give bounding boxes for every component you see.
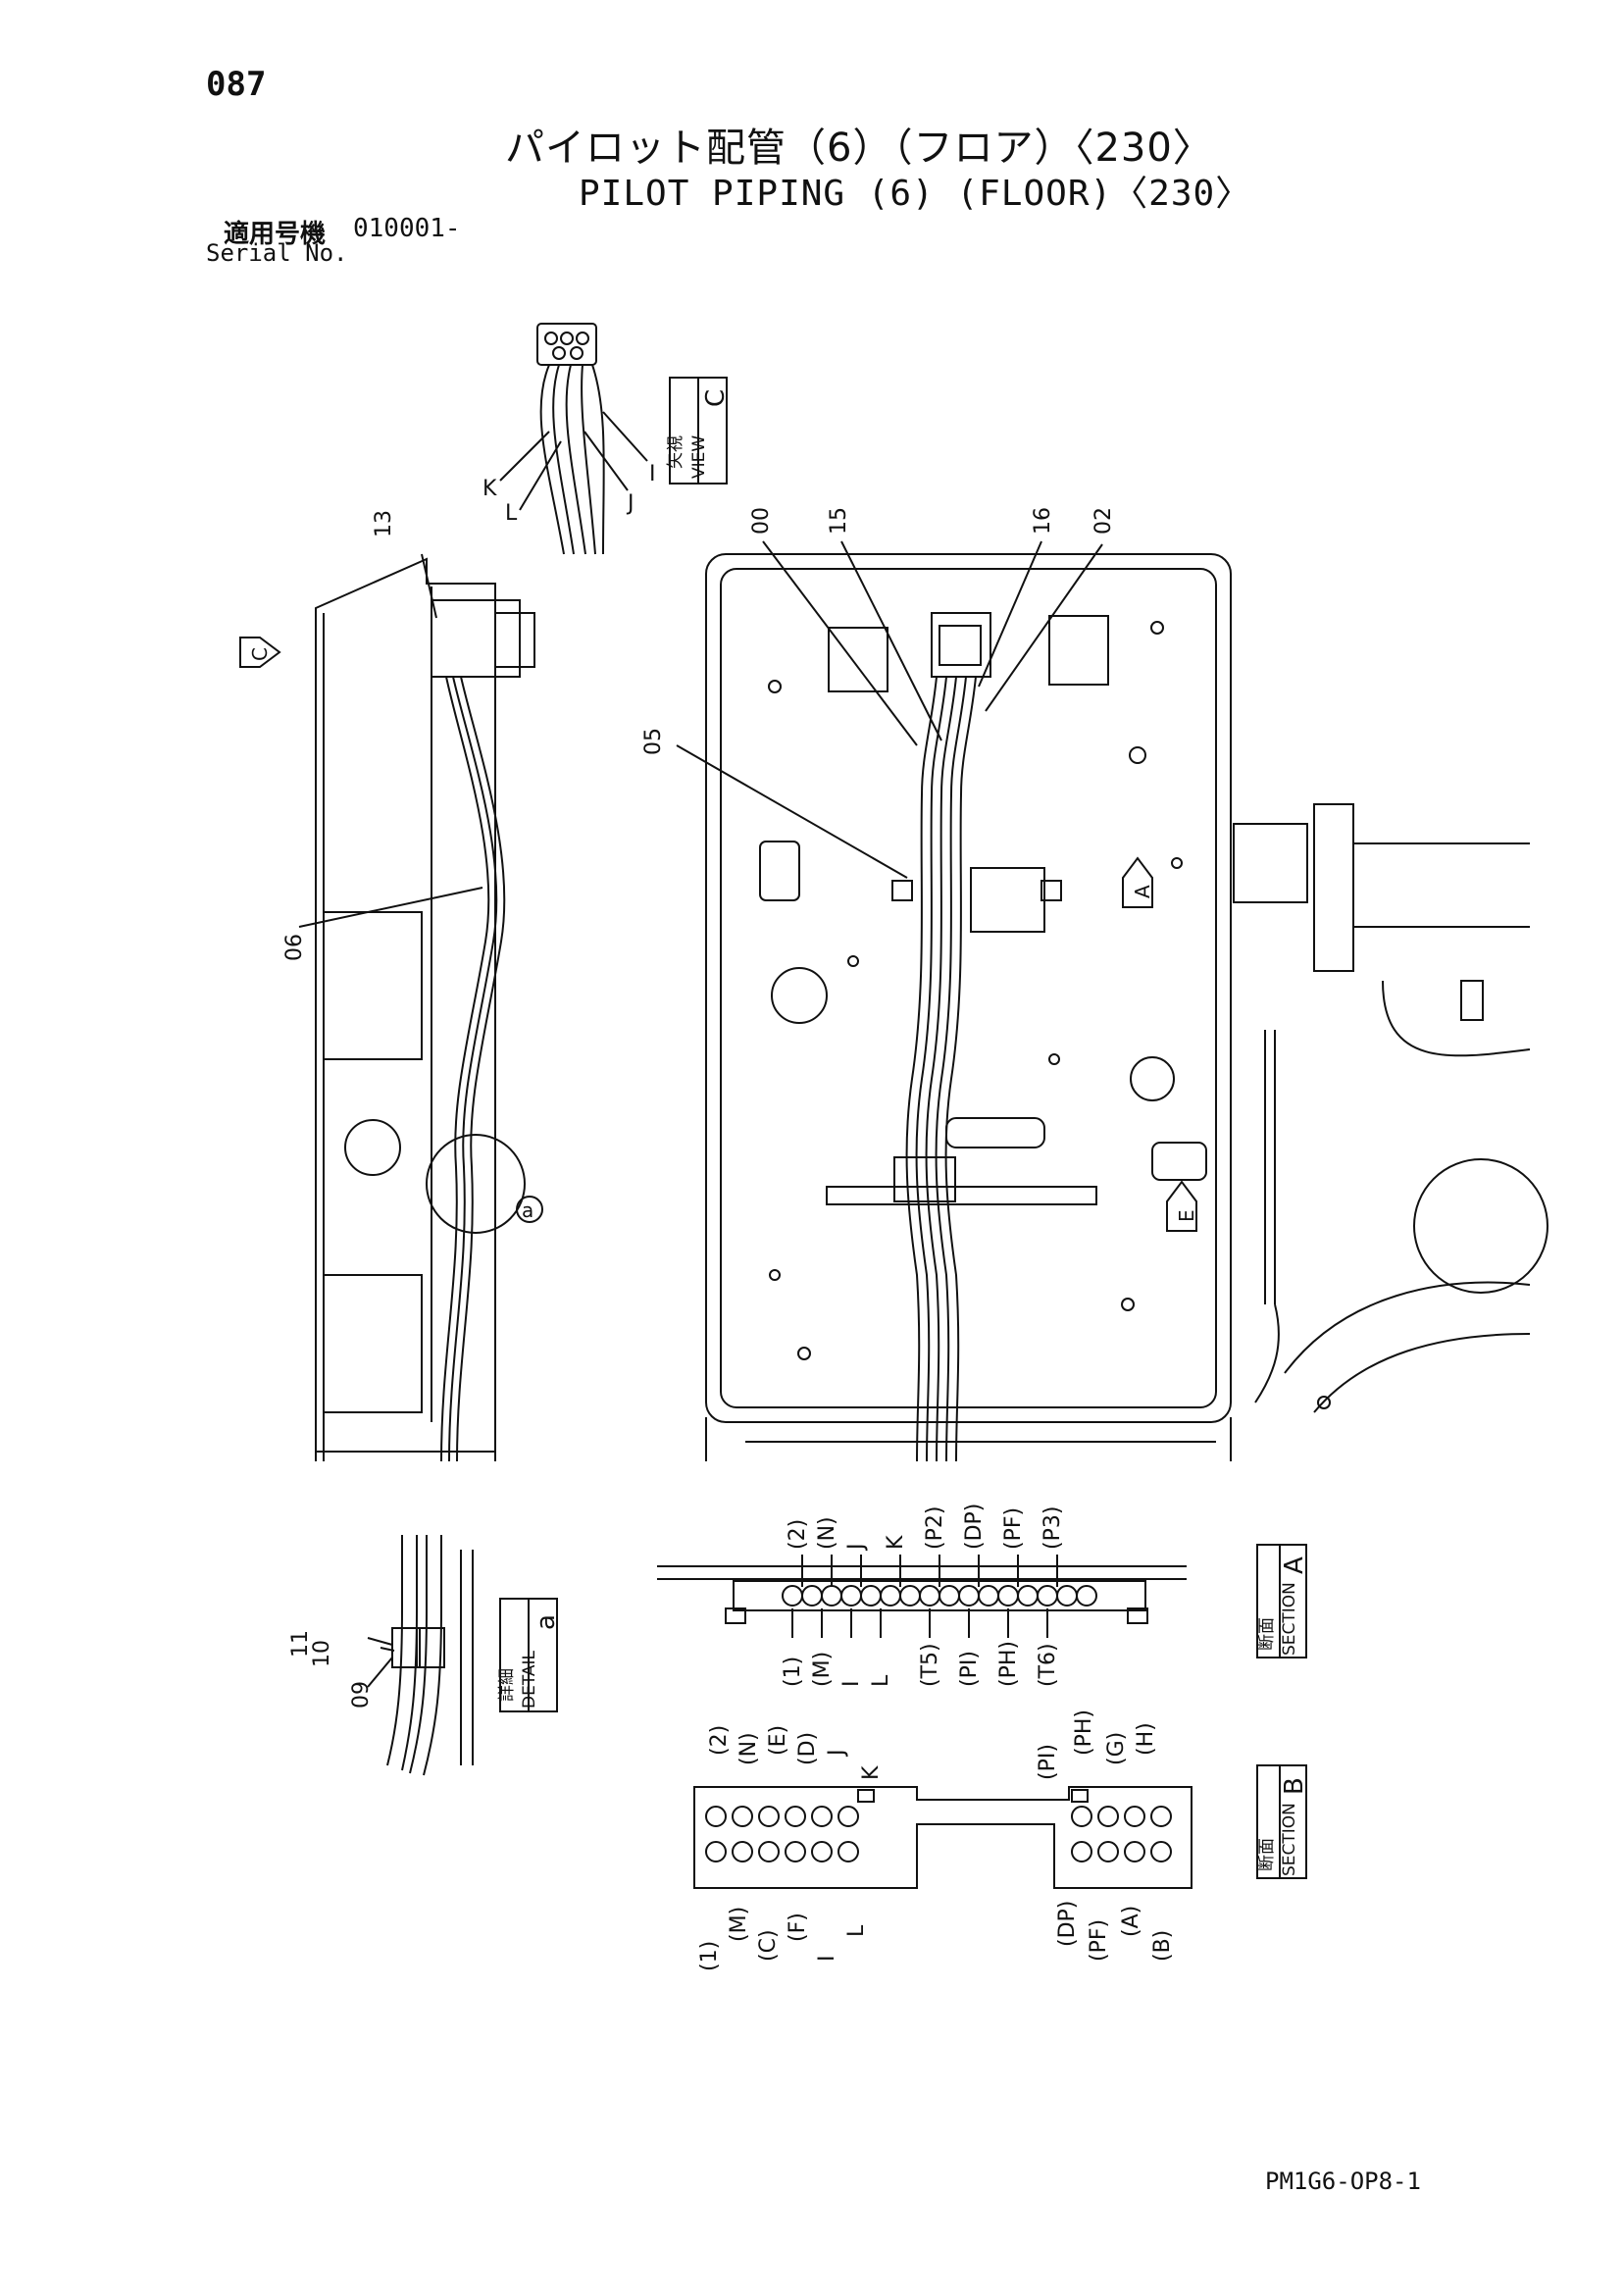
callout-05: 05 bbox=[641, 728, 666, 755]
callout-06: 06 bbox=[282, 934, 307, 961]
callout-09: 09 bbox=[349, 1681, 374, 1709]
view-c-title-box: 矢視 VIEW C bbox=[666, 377, 731, 485]
svg-text:(G): (G) bbox=[1104, 1732, 1129, 1765]
svg-text:(N): (N) bbox=[815, 1516, 839, 1550]
svg-text:(H): (H) bbox=[1134, 1722, 1158, 1756]
svg-text:L: L bbox=[844, 1924, 869, 1937]
section-a-bottom-labels: (1) (M) I L (T5) (PI) (PH) (T6) bbox=[781, 1641, 1060, 1687]
section-b-title-box: 断面 SECTION B bbox=[1256, 1764, 1309, 1879]
side-elevation-frame bbox=[315, 557, 535, 1462]
svg-text:(M): (M) bbox=[810, 1652, 835, 1687]
svg-text:J: J bbox=[825, 1750, 849, 1759]
view-c-diagram bbox=[499, 323, 648, 555]
serial-label-english: Serial No. bbox=[206, 239, 348, 267]
detail-a-title-en: DETAIL bbox=[520, 1650, 539, 1709]
svg-text:(D): (D) bbox=[795, 1732, 820, 1765]
section-b-title-en: SECTION bbox=[1280, 1803, 1299, 1876]
svg-text:(M): (M) bbox=[727, 1907, 751, 1942]
svg-text:I: I bbox=[815, 1956, 839, 1963]
section-b-top-labels: (2) (N) (E) (D) J K (PI) (PH) (G) (H) bbox=[707, 1709, 1158, 1780]
svg-text:E: E bbox=[1175, 1209, 1198, 1222]
plan-view-frame bbox=[705, 553, 1232, 1462]
view-a-arrow: A bbox=[1122, 856, 1154, 908]
svg-text:a: a bbox=[522, 1199, 533, 1222]
view-c-label-i: I bbox=[649, 462, 656, 486]
section-a-title-jp: 断面 bbox=[1257, 1617, 1277, 1651]
svg-text:(PI): (PI) bbox=[957, 1651, 982, 1687]
svg-text:(2): (2) bbox=[786, 1519, 810, 1550]
section-b-title-jp: 断面 bbox=[1257, 1838, 1277, 1871]
view-c-arrow: C bbox=[239, 637, 281, 668]
svg-text:(PH): (PH) bbox=[1072, 1709, 1096, 1756]
svg-text:(C): (C) bbox=[756, 1929, 781, 1962]
svg-text:(A): (A) bbox=[1119, 1906, 1143, 1937]
view-c-label-j: J bbox=[626, 491, 634, 516]
view-c-title-jp: 矢視 bbox=[666, 435, 685, 469]
detail-a-diagram bbox=[367, 1535, 474, 1776]
section-b-bottom-labels: (1) (M) (C) (F) I L (DP) (PF) (A) (B) bbox=[697, 1901, 1175, 1971]
serial-label-japanese: 適用号機 bbox=[224, 220, 327, 249]
svg-text:L: L bbox=[869, 1674, 893, 1687]
section-a-diagram bbox=[657, 1555, 1187, 1638]
callout-11: 11 bbox=[288, 1630, 313, 1658]
detail-a-title-box: 詳細 DETAIL a bbox=[497, 1598, 561, 1712]
callout-16: 16 bbox=[1031, 507, 1055, 535]
svg-text:C: C bbox=[248, 647, 272, 661]
svg-text:I: I bbox=[839, 1681, 864, 1688]
svg-text:(DP): (DP) bbox=[962, 1504, 987, 1550]
callout-15: 15 bbox=[827, 507, 851, 535]
svg-text:(1): (1) bbox=[697, 1941, 722, 1971]
svg-text:(E): (E) bbox=[766, 1725, 790, 1756]
view-c-label-l: L bbox=[505, 501, 518, 526]
svg-text:(T6): (T6) bbox=[1036, 1643, 1060, 1687]
svg-text:(PH): (PH) bbox=[996, 1641, 1021, 1687]
drawing-code: PM1G6-OP8-1 bbox=[1265, 2168, 1421, 2195]
section-b-diagram bbox=[693, 1786, 1193, 1889]
view-e-arrow: E bbox=[1166, 1180, 1198, 1232]
view-c-label-k: K bbox=[482, 477, 497, 501]
leader-13 bbox=[421, 553, 437, 619]
callout-10: 10 bbox=[310, 1640, 334, 1667]
svg-text:(P3): (P3) bbox=[1040, 1506, 1065, 1550]
section-a-top-labels: (2) (N) J K (P2) (DP) (PF) (P3) bbox=[786, 1504, 1065, 1552]
detail-a-circle bbox=[426, 1134, 526, 1234]
callout-13: 13 bbox=[372, 510, 396, 537]
view-c-title-en: VIEW bbox=[689, 435, 709, 479]
detail-a-title-jp: 詳細 bbox=[497, 1668, 517, 1702]
svg-text:(2): (2) bbox=[707, 1725, 732, 1756]
svg-text:(N): (N) bbox=[736, 1732, 761, 1765]
title-english: PILOT PIPING (6) (FLOOR)〈230〉 bbox=[579, 174, 1252, 214]
leader-06 bbox=[298, 887, 483, 928]
plan-view-right-structure bbox=[1233, 803, 1548, 1413]
section-a-letter: A bbox=[1280, 1556, 1309, 1574]
svg-text:K: K bbox=[884, 1535, 908, 1550]
svg-text:(T5): (T5) bbox=[918, 1643, 942, 1687]
title-japanese: パイロット配管（6）（フロア）〈230〉 bbox=[505, 126, 1213, 171]
section-b-letter: B bbox=[1280, 1777, 1309, 1795]
svg-text:(PF): (PF) bbox=[1087, 1919, 1111, 1962]
section-a-title-en: SECTION bbox=[1280, 1582, 1299, 1656]
section-a-title-box: 断面 SECTION A bbox=[1256, 1544, 1309, 1658]
svg-text:(P2): (P2) bbox=[923, 1506, 947, 1550]
view-c-letter: C bbox=[701, 389, 731, 407]
callout-00: 00 bbox=[749, 507, 774, 535]
svg-text:(PF): (PF) bbox=[1001, 1507, 1026, 1550]
detail-a-letter: a bbox=[532, 1614, 561, 1630]
plan-view-leaders bbox=[676, 540, 1103, 879]
svg-text:(PI): (PI) bbox=[1036, 1744, 1060, 1780]
detail-a-marker: a bbox=[516, 1196, 543, 1223]
svg-text:(DP): (DP) bbox=[1055, 1901, 1080, 1947]
svg-text:J: J bbox=[844, 1544, 869, 1553]
svg-text:A: A bbox=[1131, 885, 1154, 898]
serial-value: 010001- bbox=[353, 214, 461, 243]
page-number: 087 bbox=[206, 65, 267, 104]
svg-text:(F): (F) bbox=[786, 1913, 810, 1942]
svg-text:K: K bbox=[859, 1765, 884, 1780]
svg-text:(B): (B) bbox=[1150, 1930, 1175, 1962]
svg-text:(1): (1) bbox=[781, 1657, 805, 1687]
callout-02: 02 bbox=[1091, 507, 1116, 535]
